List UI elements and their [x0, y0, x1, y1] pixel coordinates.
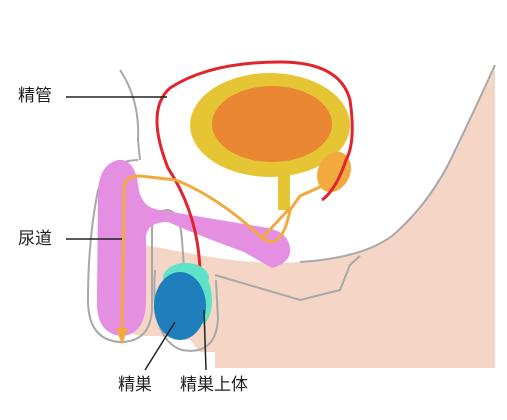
label-epididymis: 精巣上体 [180, 375, 248, 395]
testis [154, 272, 206, 340]
penis-outline [86, 159, 185, 344]
duct-branch [260, 206, 292, 240]
urethra-arrowhead [116, 328, 128, 345]
bladder-neck [278, 165, 290, 210]
label-urethra: 尿道 [18, 229, 52, 249]
leader-line-epididymis [203, 309, 207, 371]
belly-outline [119, 69, 141, 161]
seminal-vesicle [316, 151, 352, 193]
label-vas-deferens: 精管 [18, 86, 52, 106]
back-outline [299, 64, 496, 263]
urethra-duct [120, 174, 323, 339]
penis [96, 159, 291, 336]
bladder-inner [212, 86, 332, 162]
label-testis: 精巣 [118, 375, 152, 395]
vas-deferens-duct [155, 60, 354, 286]
leader-line-testis [144, 321, 176, 371]
perineum-outline [214, 255, 361, 302]
